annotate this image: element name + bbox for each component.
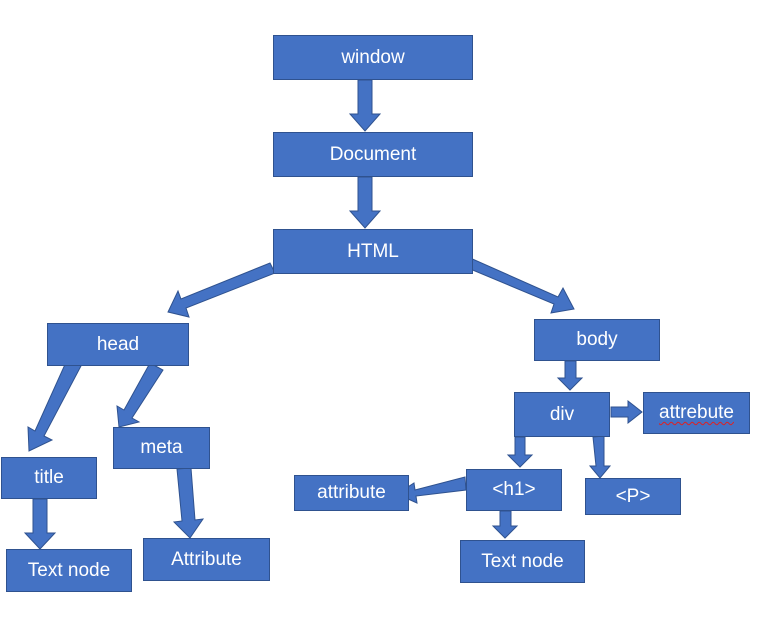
node-meta-attribute-label: Attribute [171, 548, 242, 570]
arrow-div-to-h1 [506, 436, 534, 468]
node-body: body [534, 319, 660, 361]
node-h1: <h1> [466, 469, 562, 511]
arrow-h1-to-textnode [491, 510, 519, 539]
node-div: div [514, 392, 610, 437]
node-h1-label: <h1> [492, 479, 536, 500]
node-h1-text-node-label: Text node [481, 550, 564, 572]
node-div-attrebute: attrebute [643, 392, 750, 434]
node-div-attrebute-label: attrebute [659, 402, 734, 423]
node-head-text-node: Text node [6, 549, 132, 592]
node-h1-attribute: attribute [294, 475, 409, 511]
node-title: title [1, 457, 97, 499]
arrow-html-to-body [462, 256, 575, 314]
arrow-head-to-meta [116, 362, 164, 428]
node-window-label: window [341, 46, 405, 68]
arrow-div-to-attrebute [610, 399, 643, 425]
arrow-window-to-document [348, 79, 382, 132]
node-head: head [47, 323, 189, 366]
node-meta-attribute: Attribute [143, 538, 270, 581]
node-html-label: HTML [347, 240, 399, 262]
arrow-body-to-div [556, 360, 584, 391]
node-meta: meta [113, 427, 210, 469]
node-document-label: Document [329, 143, 417, 165]
node-h1-attribute-label: attribute [317, 482, 386, 503]
arrow-document-to-html [348, 176, 382, 229]
node-head-text-node-label: Text node [27, 559, 111, 581]
node-p-label: <P> [615, 485, 651, 507]
node-head-label: head [96, 333, 140, 355]
node-html: HTML [273, 229, 473, 274]
node-body-label: body [576, 329, 618, 350]
node-document: Document [273, 132, 473, 177]
node-div-label: div [549, 403, 575, 425]
node-p: <P> [585, 478, 681, 515]
arrow-div-to-p [588, 435, 612, 479]
arrow-title-to-textnode [23, 498, 57, 550]
arrow-html-to-head [167, 262, 276, 318]
arrow-meta-to-attribute [172, 467, 205, 539]
node-meta-label: meta [140, 437, 183, 458]
node-h1-text-node: Text node [460, 540, 585, 583]
node-window: window [273, 35, 473, 80]
node-title-label: title [34, 467, 64, 488]
